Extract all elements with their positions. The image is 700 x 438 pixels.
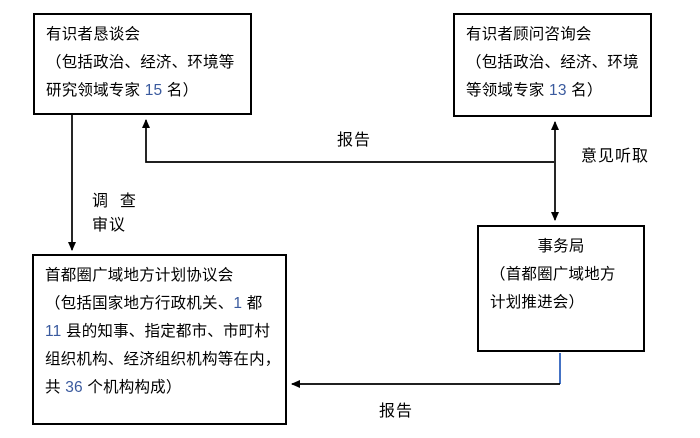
label-report-mid: 报告 [337,132,372,149]
box-text-line: （包括政治、经济、环境等 [46,54,235,71]
box-text-line: 首都圈广域地方计划协议会 [45,267,234,284]
label-report-bottom: 报告 [379,403,414,420]
count-number: 36 [65,379,83,396]
count-number: 13 [549,82,567,99]
box-text-line: 等领域专家 13 名） [466,82,603,99]
label-deliberation: 审议 [92,217,127,234]
box-secretariat: 事务局 （首都圈广域地方计划推进会） [477,225,645,352]
box-text-line: 计划推进会） [490,294,585,311]
box-text-line: 组织机构、经济组织机构等在内， [45,351,281,368]
box-text-line: 研究领域专家 15 名） [46,82,199,99]
box-text-line: 11 县的知事、指定都市、市町村 [45,323,271,340]
box-text-line: （包括政治、经济、环境 [466,54,639,71]
box-experts-panel: 有识者恳谈会 （包括政治、经济、环境等研究领域专家 15 名） [33,13,252,115]
box-text-line: 有识者顾问咨询会 [466,26,592,43]
count-number: 11 [45,323,62,340]
label-opinion-hearing: 意见听取 [581,148,650,165]
box-text-line: 事务局 [537,238,585,255]
box-text-line: 共 36 个机构构成） [45,379,182,396]
box-planning-council: 首都圈广域地方计划协议会 （包括国家地方行政机关、1 都 11 县的知事、指定都市、… [32,254,287,425]
box-text-line: （包括国家地方行政机关、1 都 [45,295,263,312]
box-text-line: 有识者恳谈会 [46,26,141,43]
count-number: 15 [144,82,163,99]
label-survey: 调 查 [92,193,137,210]
box-advisory-council: 有识者顾问咨询会 （包括政治、经济、环境等领域专家 13 名） [453,13,652,117]
count-number: 1 [233,295,243,312]
box-text-line: （首都圈广域地方 [490,266,616,283]
